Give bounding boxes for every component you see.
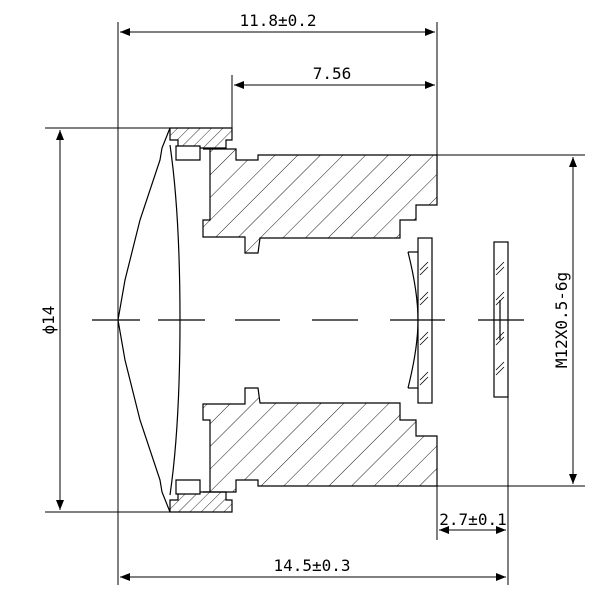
front-cap-lower-inner bbox=[175, 479, 201, 495]
barrel-upper-section bbox=[202, 148, 438, 254]
front-cap-upper bbox=[169, 127, 233, 149]
dim-diameter: ϕ14 bbox=[39, 306, 58, 335]
dim-back-gap: 2.7±0.1 bbox=[439, 510, 506, 529]
dim-overall-bottom: 14.5±0.3 bbox=[273, 556, 350, 575]
front-cap-upper-inner bbox=[175, 145, 201, 161]
dim-thread-length: 7.56 bbox=[313, 64, 352, 83]
dim-overall-top: 11.8±0.2 bbox=[239, 11, 316, 30]
dim-thread-spec: M12X0.5-6g bbox=[552, 272, 571, 368]
extension-lines bbox=[45, 22, 585, 585]
optical-axis bbox=[92, 300, 524, 340]
dimension-lines bbox=[56, 28, 577, 581]
front-cap-lower bbox=[169, 491, 233, 513]
barrel-lower-section bbox=[202, 387, 438, 493]
